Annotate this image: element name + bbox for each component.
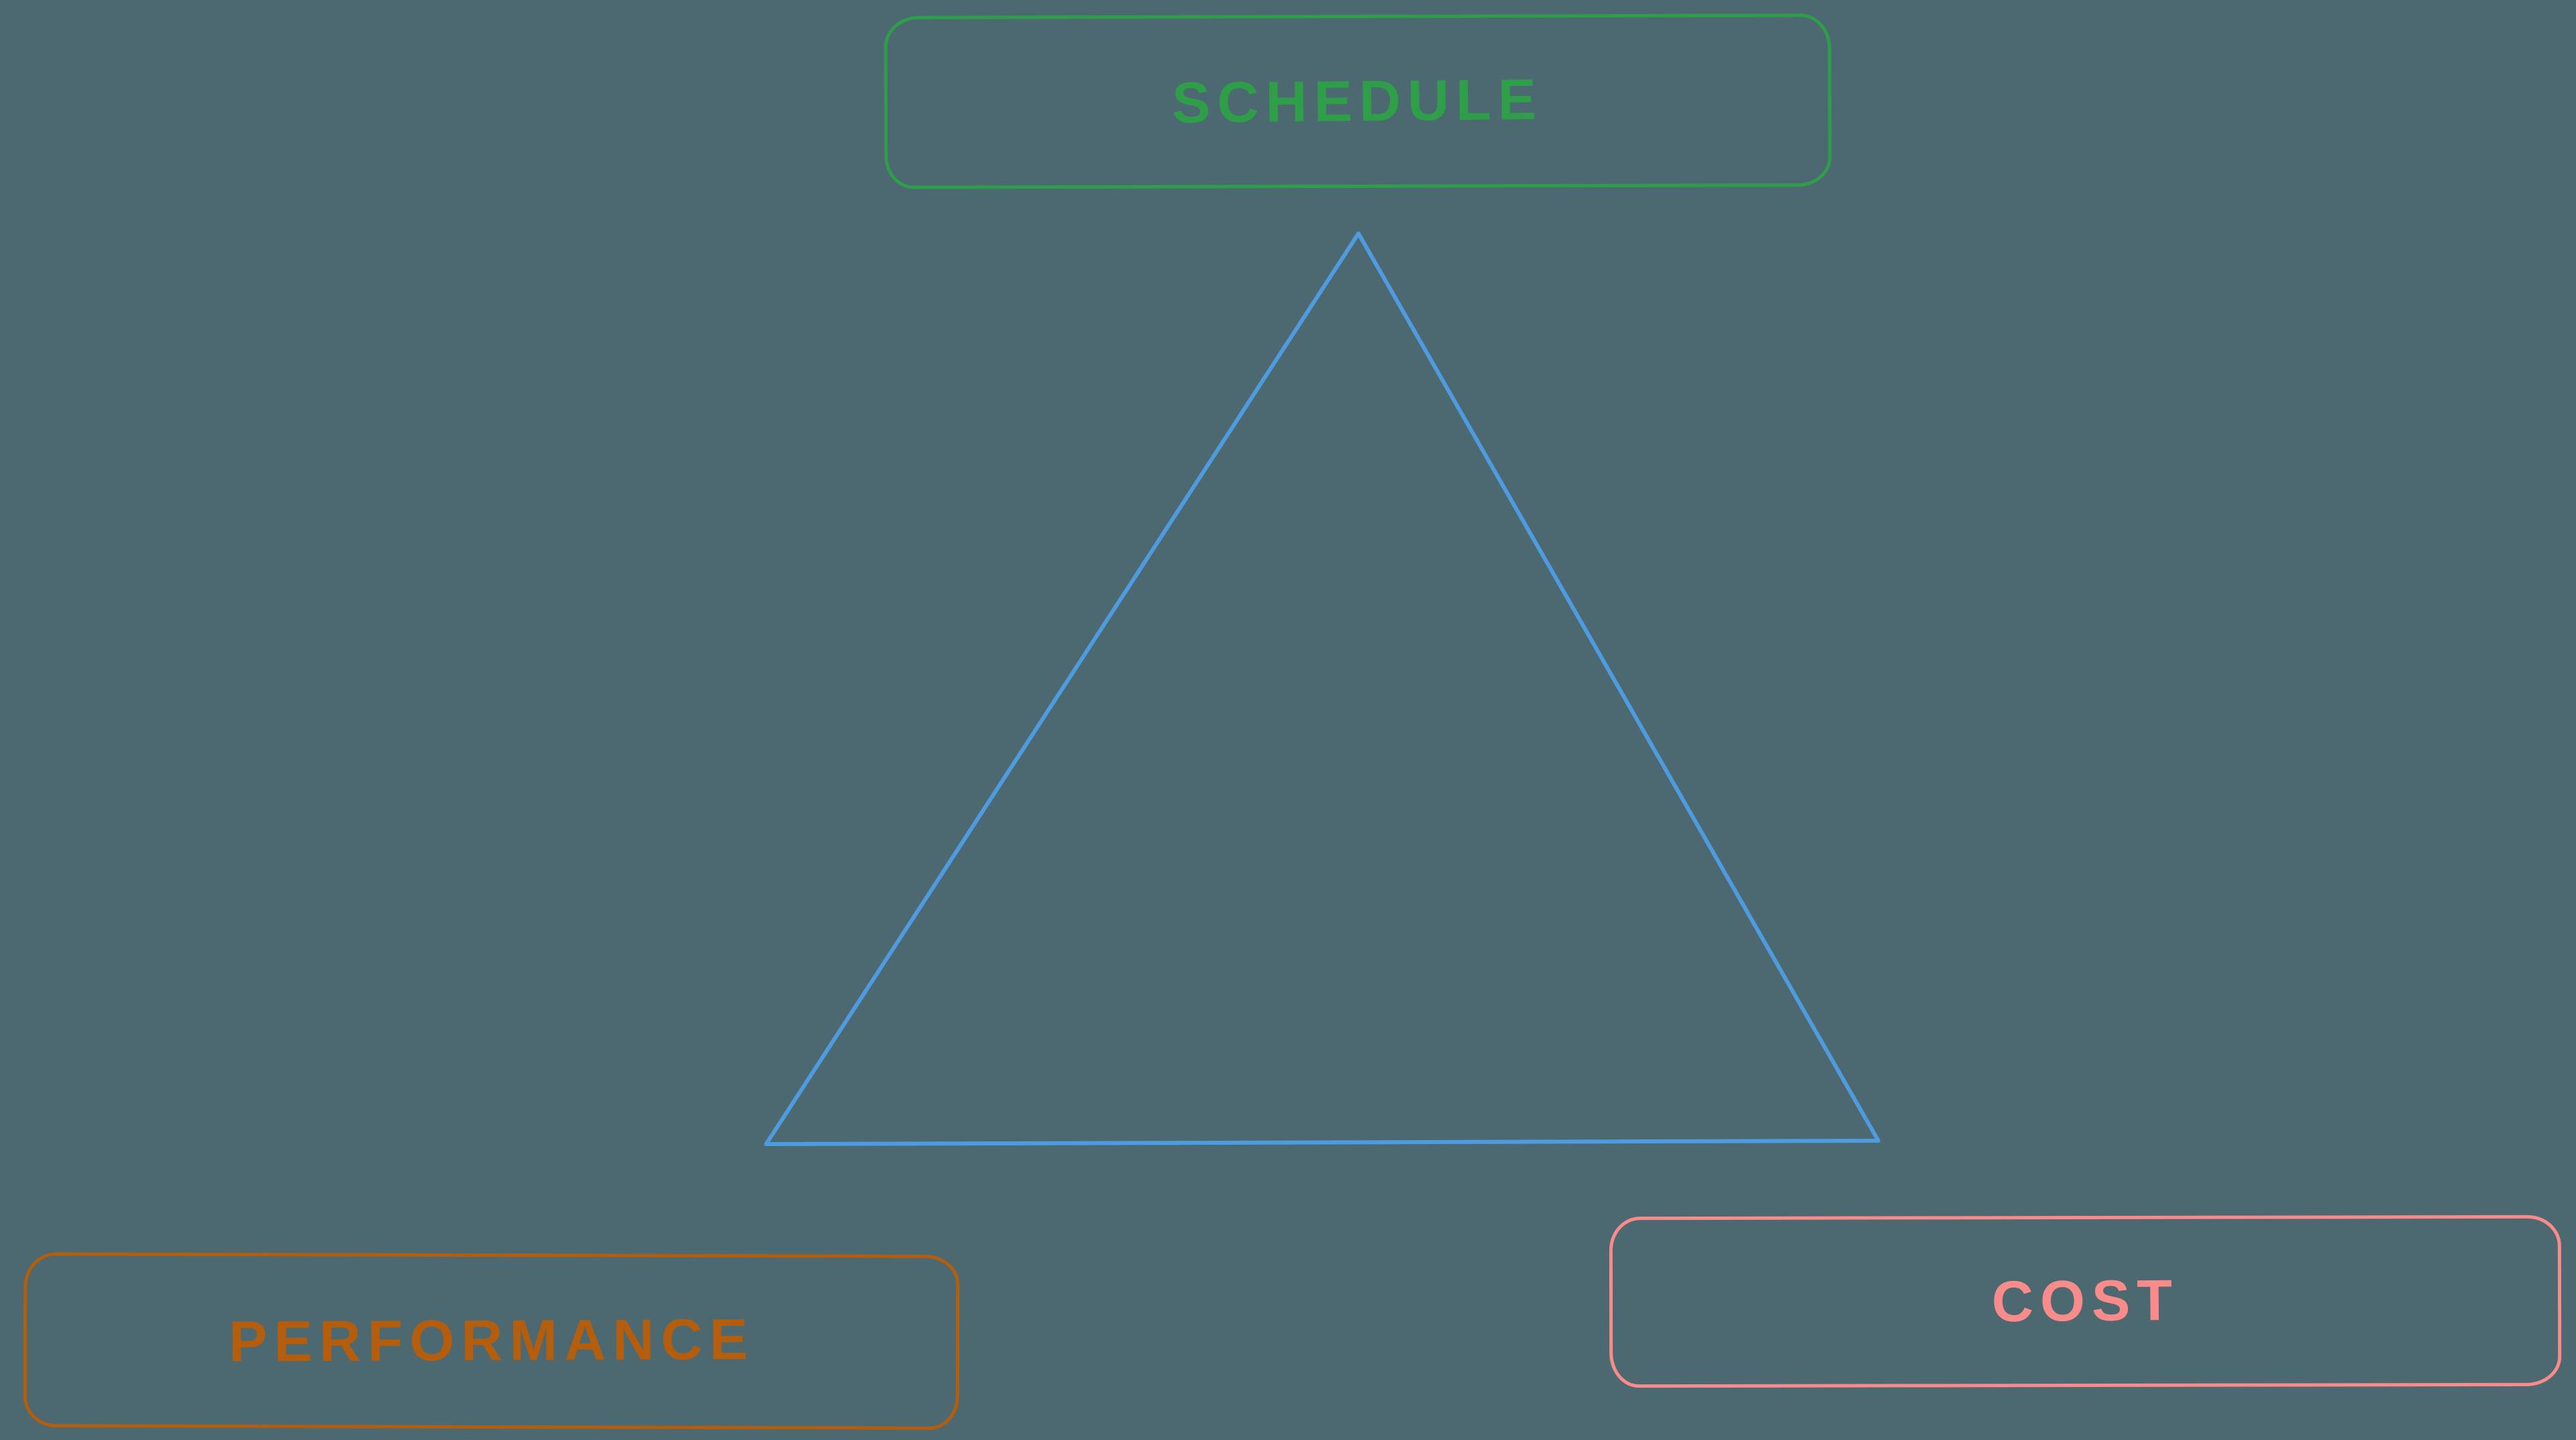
node-cost[interactable]: COST bbox=[1609, 1215, 2562, 1388]
node-cost-label: COST bbox=[1991, 1268, 2180, 1335]
triangle-outline[interactable] bbox=[764, 232, 1880, 1146]
node-performance-label: PERFORMANCE bbox=[228, 1307, 755, 1374]
node-performance[interactable]: PERFORMANCE bbox=[23, 1252, 960, 1430]
